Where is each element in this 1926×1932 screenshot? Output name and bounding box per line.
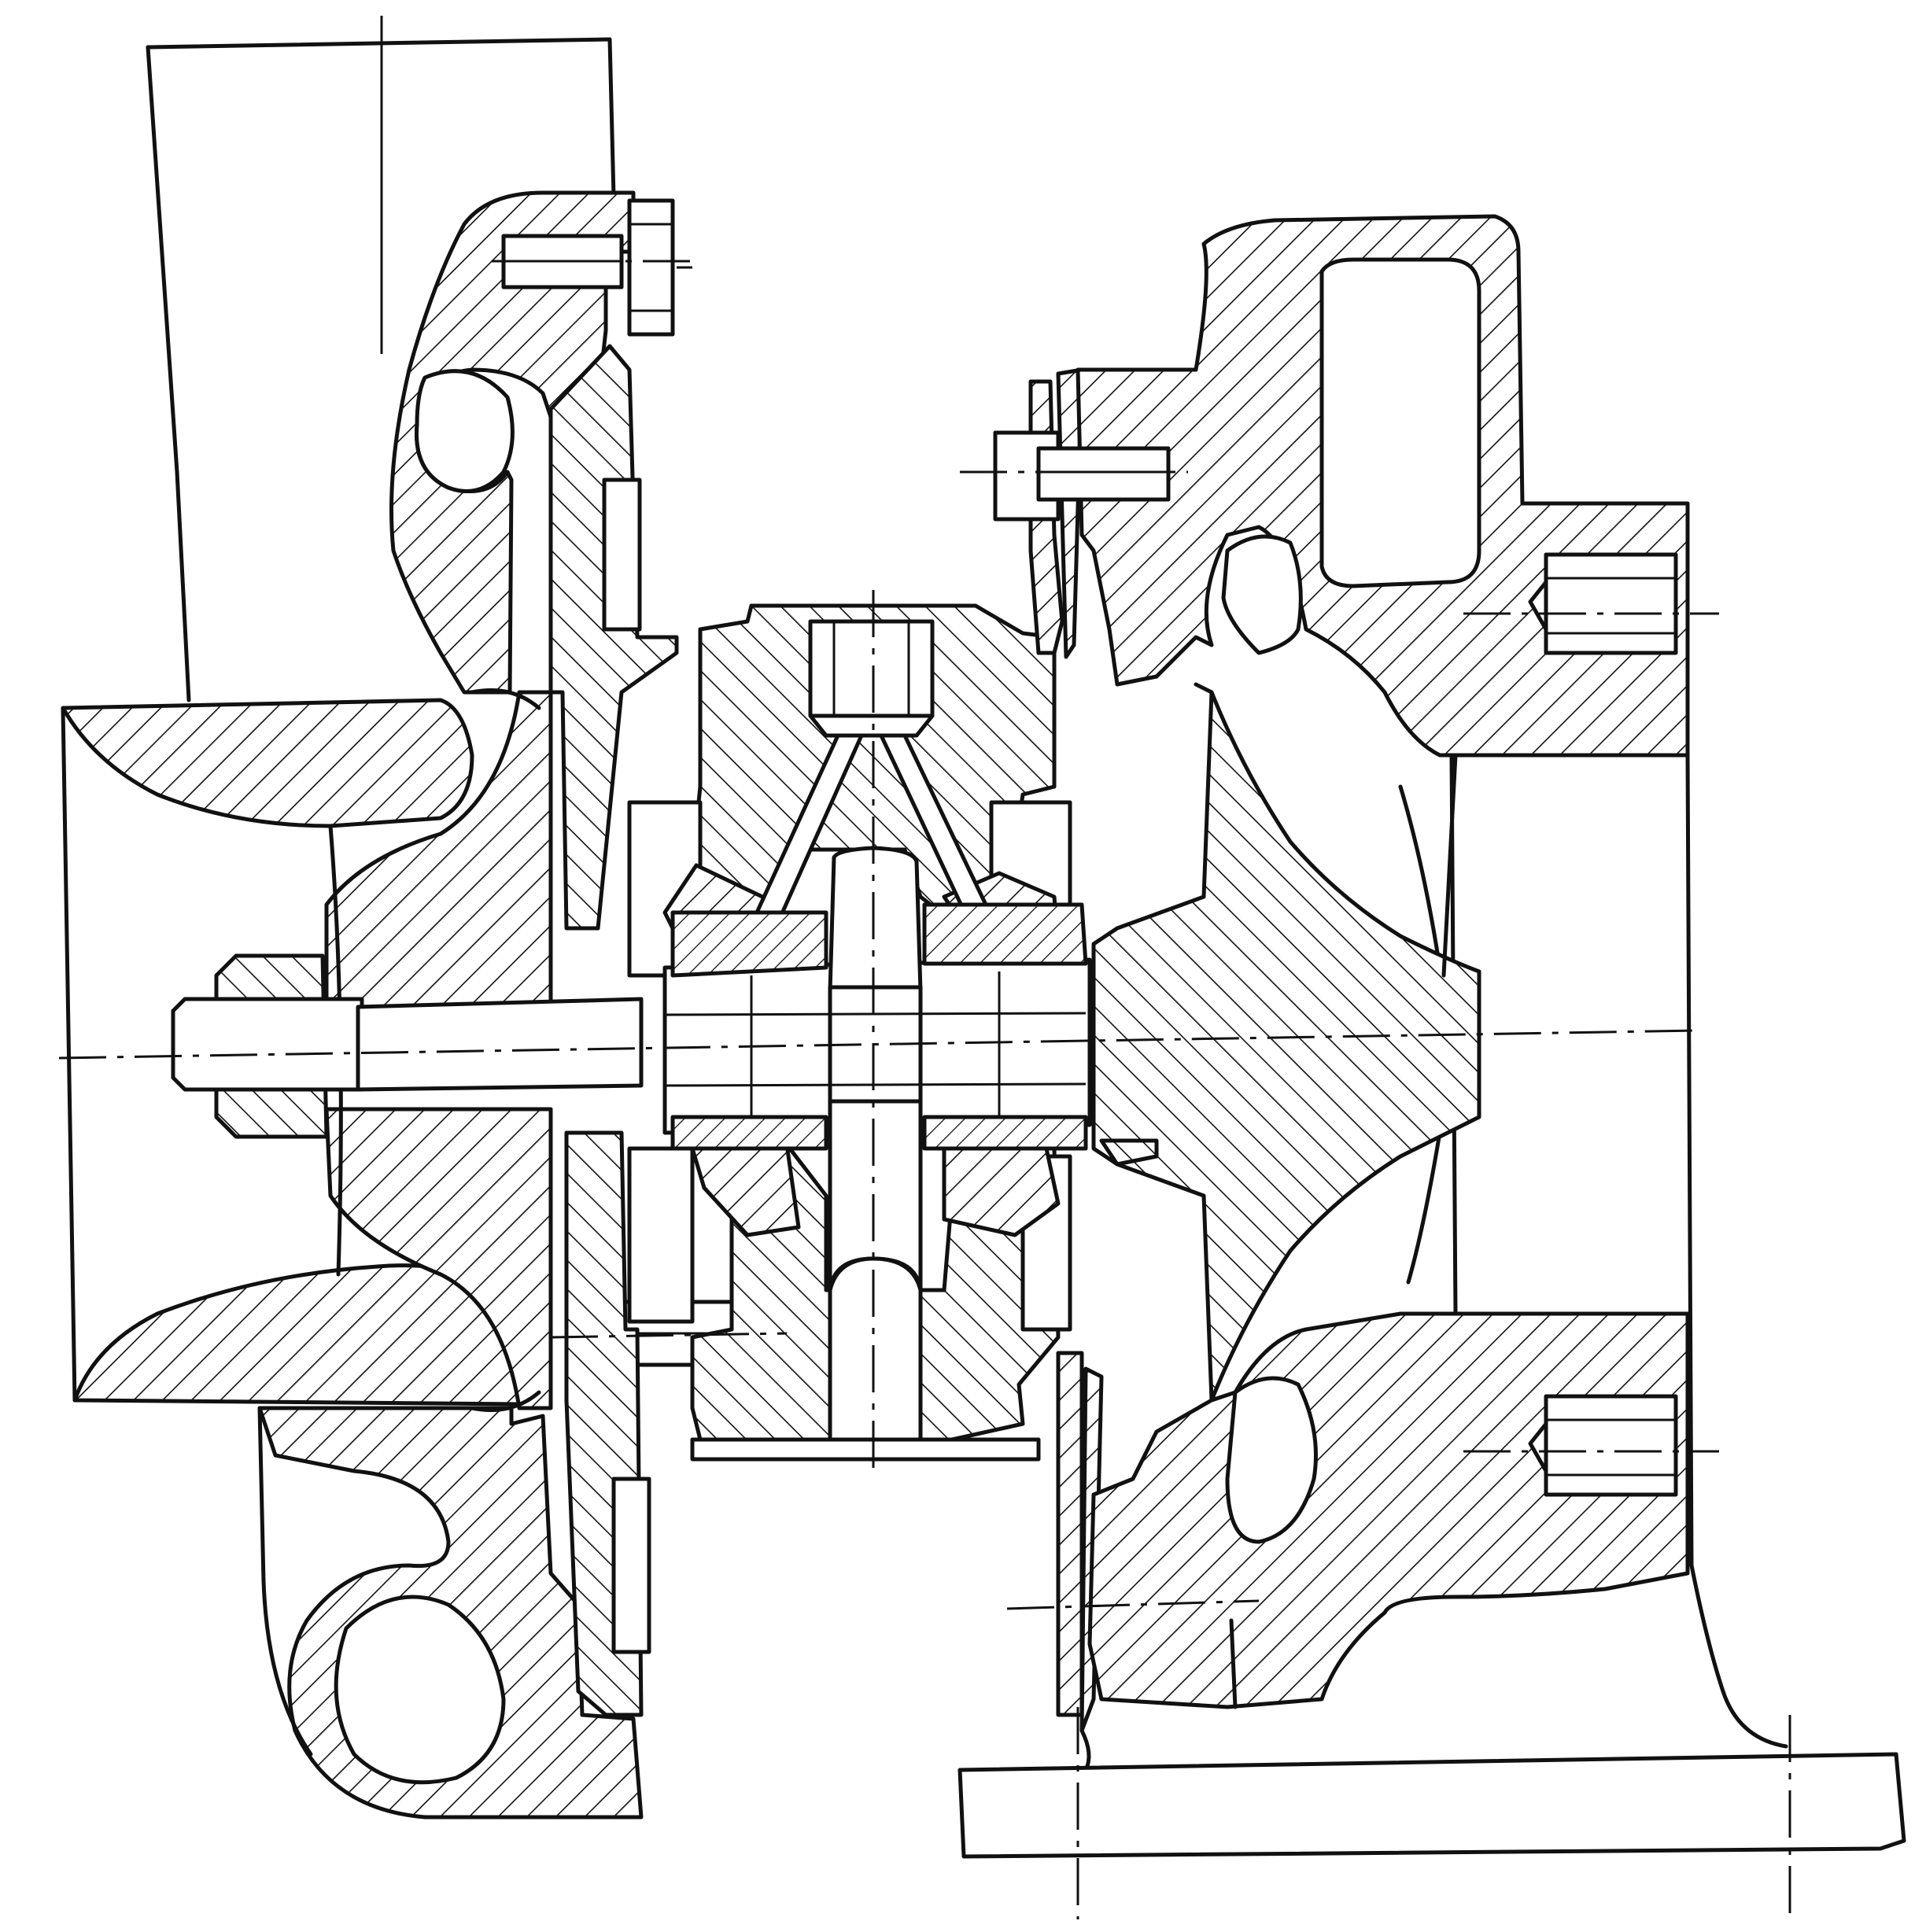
compressor-nut [171, 953, 644, 1139]
turbine-wheel [1091, 682, 1481, 1403]
centerline [58, 260, 1719, 1610]
compressor-backplate [548, 344, 679, 1717]
floating-bearings [670, 902, 1088, 1151]
rotor-shaft [662, 846, 1092, 1292]
turbine-housing [993, 214, 1694, 1709]
turbine-outlet [1441, 753, 1458, 978]
exhaust-inlet-flange [957, 1563, 1906, 1919]
compressor-housing [61, 16, 644, 1820]
oil-drain [690, 1256, 1041, 1462]
oil-inlet-port [808, 619, 935, 738]
